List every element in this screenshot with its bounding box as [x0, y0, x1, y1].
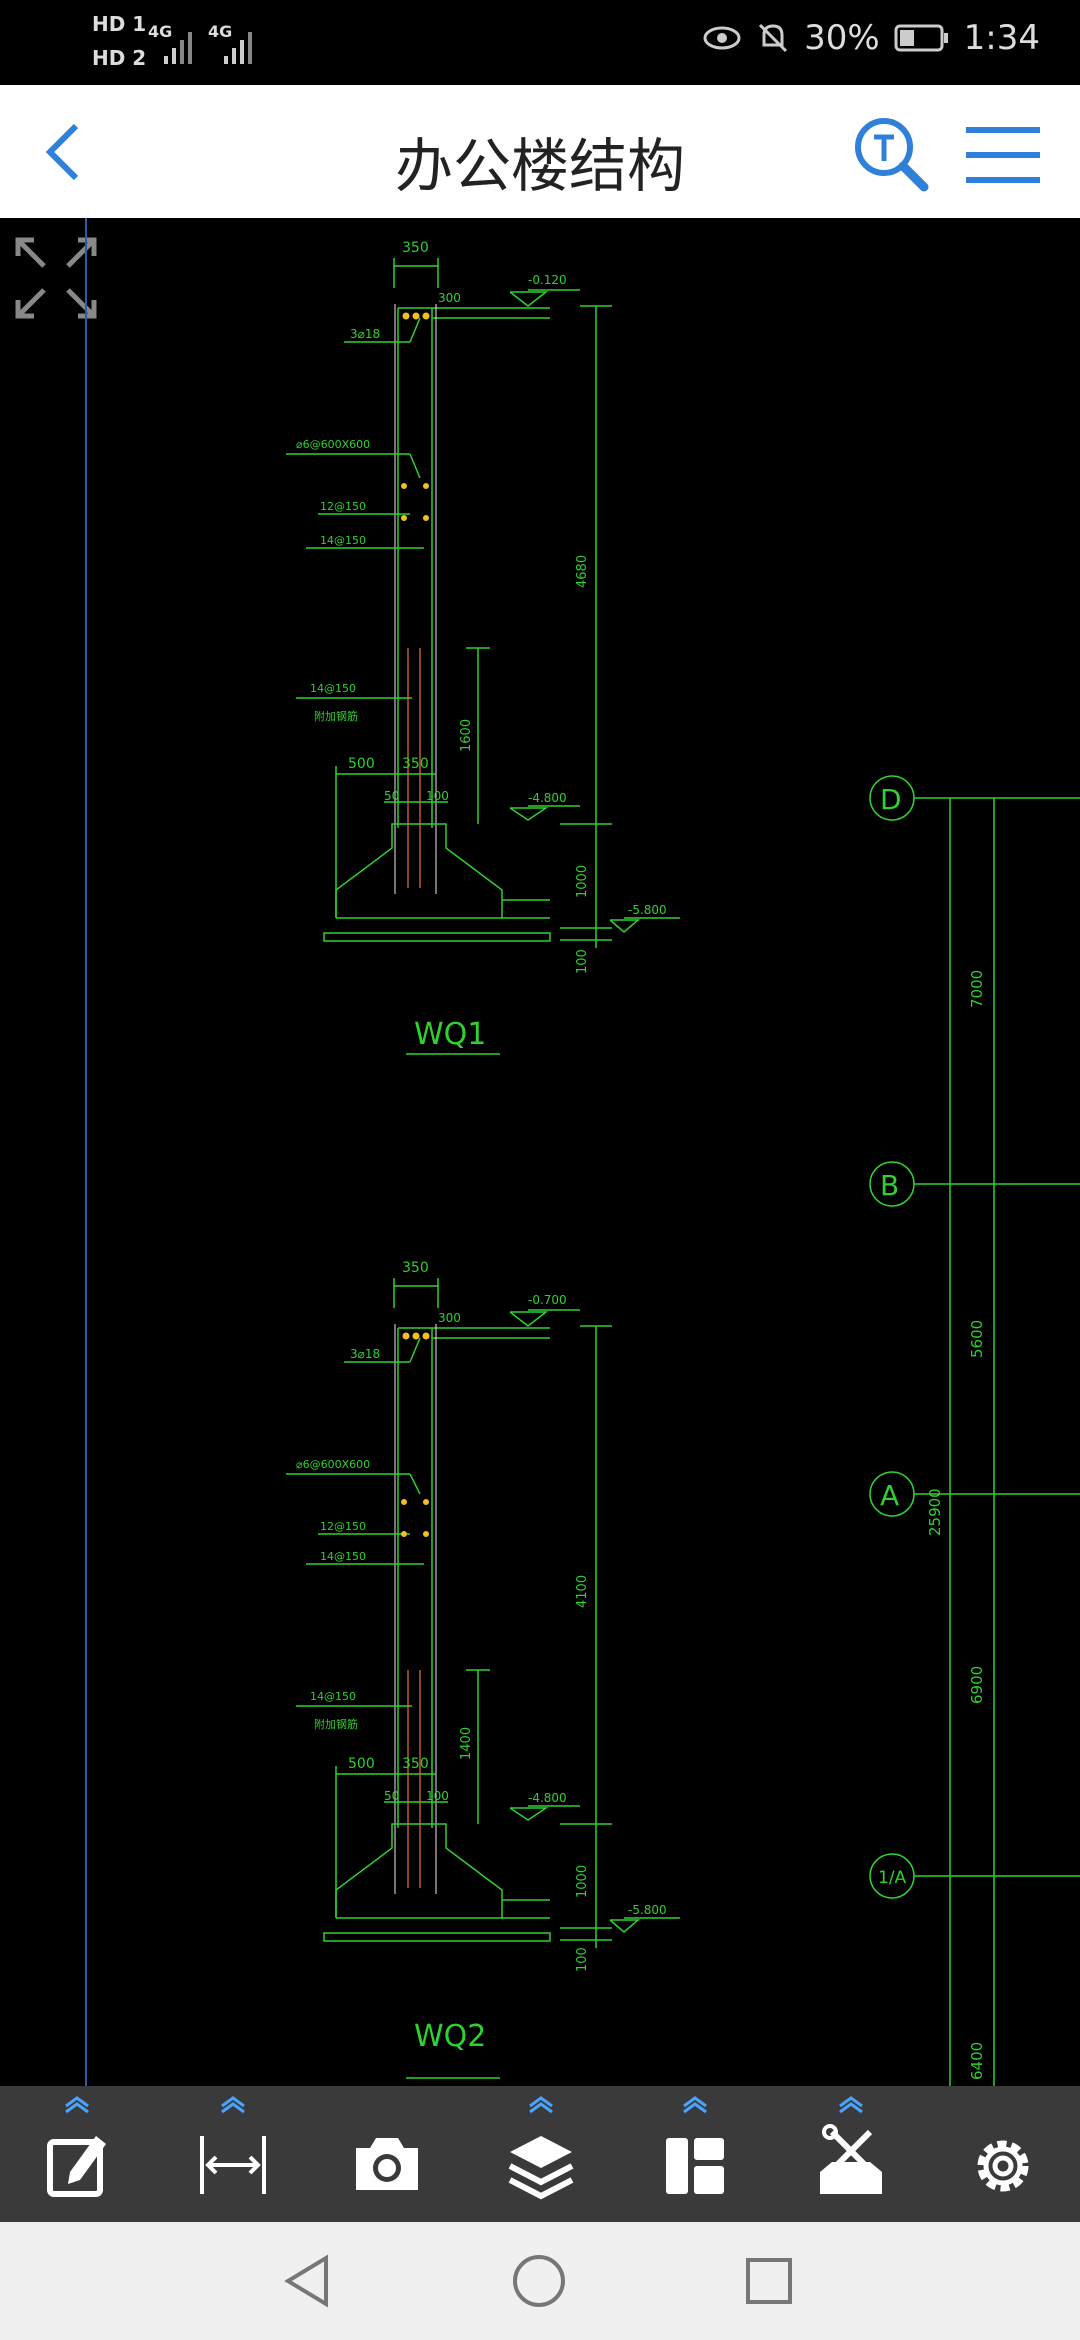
wq1-bar-14: 14@150 [320, 534, 366, 547]
camera-icon [356, 2138, 418, 2190]
drawing-canvas[interactable]: 350 300 -0.120 3⌀18 ⌀6@600X600 12@150 14… [0, 218, 1080, 2086]
wq1-elev-mid: -4.800 [528, 791, 567, 805]
wq1-dim-500: 500 [348, 756, 375, 772]
wq2-dim-350b: 350 [402, 1756, 429, 1772]
wq2-dim-300: 300 [438, 1311, 461, 1325]
settings-icon [977, 2140, 1029, 2192]
wq1-dim-50: 50 [384, 789, 399, 803]
chevron-up-icon [65, 2096, 89, 2114]
wq1-dim-top: 350 [402, 240, 429, 256]
chevron-up-icon [221, 2096, 245, 2114]
wq2-elev-bot: -5.800 [628, 1903, 667, 1917]
wq2-dim-1400: 1400 [459, 1727, 474, 1760]
network1-label: 4G [148, 22, 173, 41]
layers-tool[interactable] [486, 2086, 596, 2222]
axis-1a-label: 1/A [878, 1868, 907, 1888]
axis-d-label: D [880, 783, 902, 816]
wq1-rebar [401, 312, 430, 521]
wq2-elev-mid: -4.800 [528, 1791, 567, 1805]
grid-dim-total: 25900 [926, 1488, 944, 1536]
axis-a-label: A [880, 1479, 899, 1512]
system-nav-bar [0, 2222, 1080, 2340]
network2-label: 4G [208, 22, 233, 41]
edit-icon [47, 2136, 106, 2197]
home-circle-icon[interactable] [508, 2250, 570, 2312]
wq1-elev-bot: -5.800 [628, 903, 667, 917]
grid-dim-6400: 6400 [968, 2042, 986, 2080]
text-search-icon[interactable] [852, 115, 932, 195]
wq2-bar-14: 14@150 [320, 1550, 366, 1563]
battery-icon [894, 24, 948, 52]
mute-bell-icon [759, 23, 788, 53]
wq1-label: WQ1 [414, 1017, 486, 1052]
wq1-stirrup: ⌀6@600X600 [296, 438, 370, 451]
edit-tool[interactable] [22, 2086, 132, 2222]
chevron-up-icon [529, 2096, 553, 2114]
status-right: 30% 1:34 [702, 18, 1040, 58]
wq2-label: WQ2 [414, 2019, 486, 2054]
wq1-dim-4680: 4680 [575, 555, 590, 588]
wq1-bar-14b: 14@150 [310, 682, 356, 695]
app-header: 办公楼结构 [0, 85, 1080, 218]
wq1-dim-100b: 100 [575, 949, 590, 974]
toolbox-tool[interactable] [796, 2086, 906, 2222]
wq2-note: 附加钢筋 [314, 1717, 358, 1731]
status-bar: HD 1 HD 2 4G 4G 30% 1:34 [0, 0, 1080, 85]
chevron-up-icon [839, 2096, 863, 2114]
wq1-section [286, 258, 680, 1055]
wq1-dim-1000: 1000 [575, 865, 590, 898]
eye-icon [703, 26, 741, 50]
wq2-dim-100b: 100 [575, 1947, 590, 1972]
wq1-bars-318: 3⌀18 [350, 327, 380, 341]
page-title: 办公楼结构 [394, 132, 685, 200]
cad-drawing: 350 300 -0.120 3⌀18 ⌀6@600X600 12@150 14… [85, 218, 1080, 2086]
back-chevron-icon[interactable] [36, 120, 100, 184]
grid-dim-5600: 5600 [968, 1320, 986, 1358]
signal1-icon [164, 32, 192, 64]
wq2-bar-14b: 14@150 [310, 1690, 356, 1703]
layout-icon [666, 2138, 724, 2194]
wq1-dim-100: 100 [426, 789, 449, 803]
wq1-elev-top: -0.120 [528, 273, 567, 287]
grid-dim-6900: 6900 [968, 1666, 986, 1704]
wq2-dim-4100: 4100 [575, 1575, 590, 1608]
wq1-dim-300: 300 [438, 291, 461, 305]
grid-axes [869, 775, 1080, 2086]
toolbox-icon [820, 2124, 882, 2194]
wq1-note: 附加钢筋 [314, 709, 358, 723]
recents-square-icon[interactable] [738, 2250, 800, 2312]
hamburger-menu-icon[interactable] [966, 125, 1040, 185]
hd1-label: HD 1 [92, 12, 147, 36]
wq2-elev-top: -0.700 [528, 1293, 567, 1307]
hd2-label: HD 2 [92, 46, 147, 70]
axis-b-label: B [880, 1169, 899, 1202]
wq1-dim-350b: 350 [402, 756, 429, 772]
wq1-bar-12: 12@150 [320, 500, 366, 513]
battery-percent: 30% [804, 18, 880, 58]
layers-icon [508, 2136, 574, 2200]
fullscreen-icon[interactable] [14, 236, 98, 320]
back-triangle-icon[interactable] [278, 2250, 340, 2312]
wq2-bars-318: 3⌀18 [350, 1347, 380, 1361]
wq1-dim-1600: 1600 [459, 719, 474, 752]
layout-tool[interactable] [640, 2086, 750, 2222]
wq2-dim-500: 500 [348, 1756, 375, 1772]
signal2-icon [224, 32, 252, 64]
grid-dim-7000: 7000 [968, 970, 986, 1008]
measure-tool[interactable] [178, 2086, 288, 2222]
wq2-dim-top: 350 [402, 1260, 429, 1276]
bottom-toolbar [0, 2086, 1080, 2222]
wq2-bar-12: 12@150 [320, 1520, 366, 1533]
measure-icon [200, 2136, 266, 2194]
wq2-dim-50: 50 [384, 1789, 399, 1803]
camera-tool[interactable] [332, 2086, 442, 2222]
settings-tool[interactable] [948, 2086, 1058, 2222]
chevron-up-icon [683, 2096, 707, 2114]
wq2-section [286, 1278, 680, 2079]
wq2-dim-1000: 1000 [575, 1865, 590, 1898]
wq2-stirrup: ⌀6@600X600 [296, 1458, 370, 1471]
wq2-dim-100: 100 [426, 1789, 449, 1803]
clock: 1:34 [963, 18, 1040, 58]
